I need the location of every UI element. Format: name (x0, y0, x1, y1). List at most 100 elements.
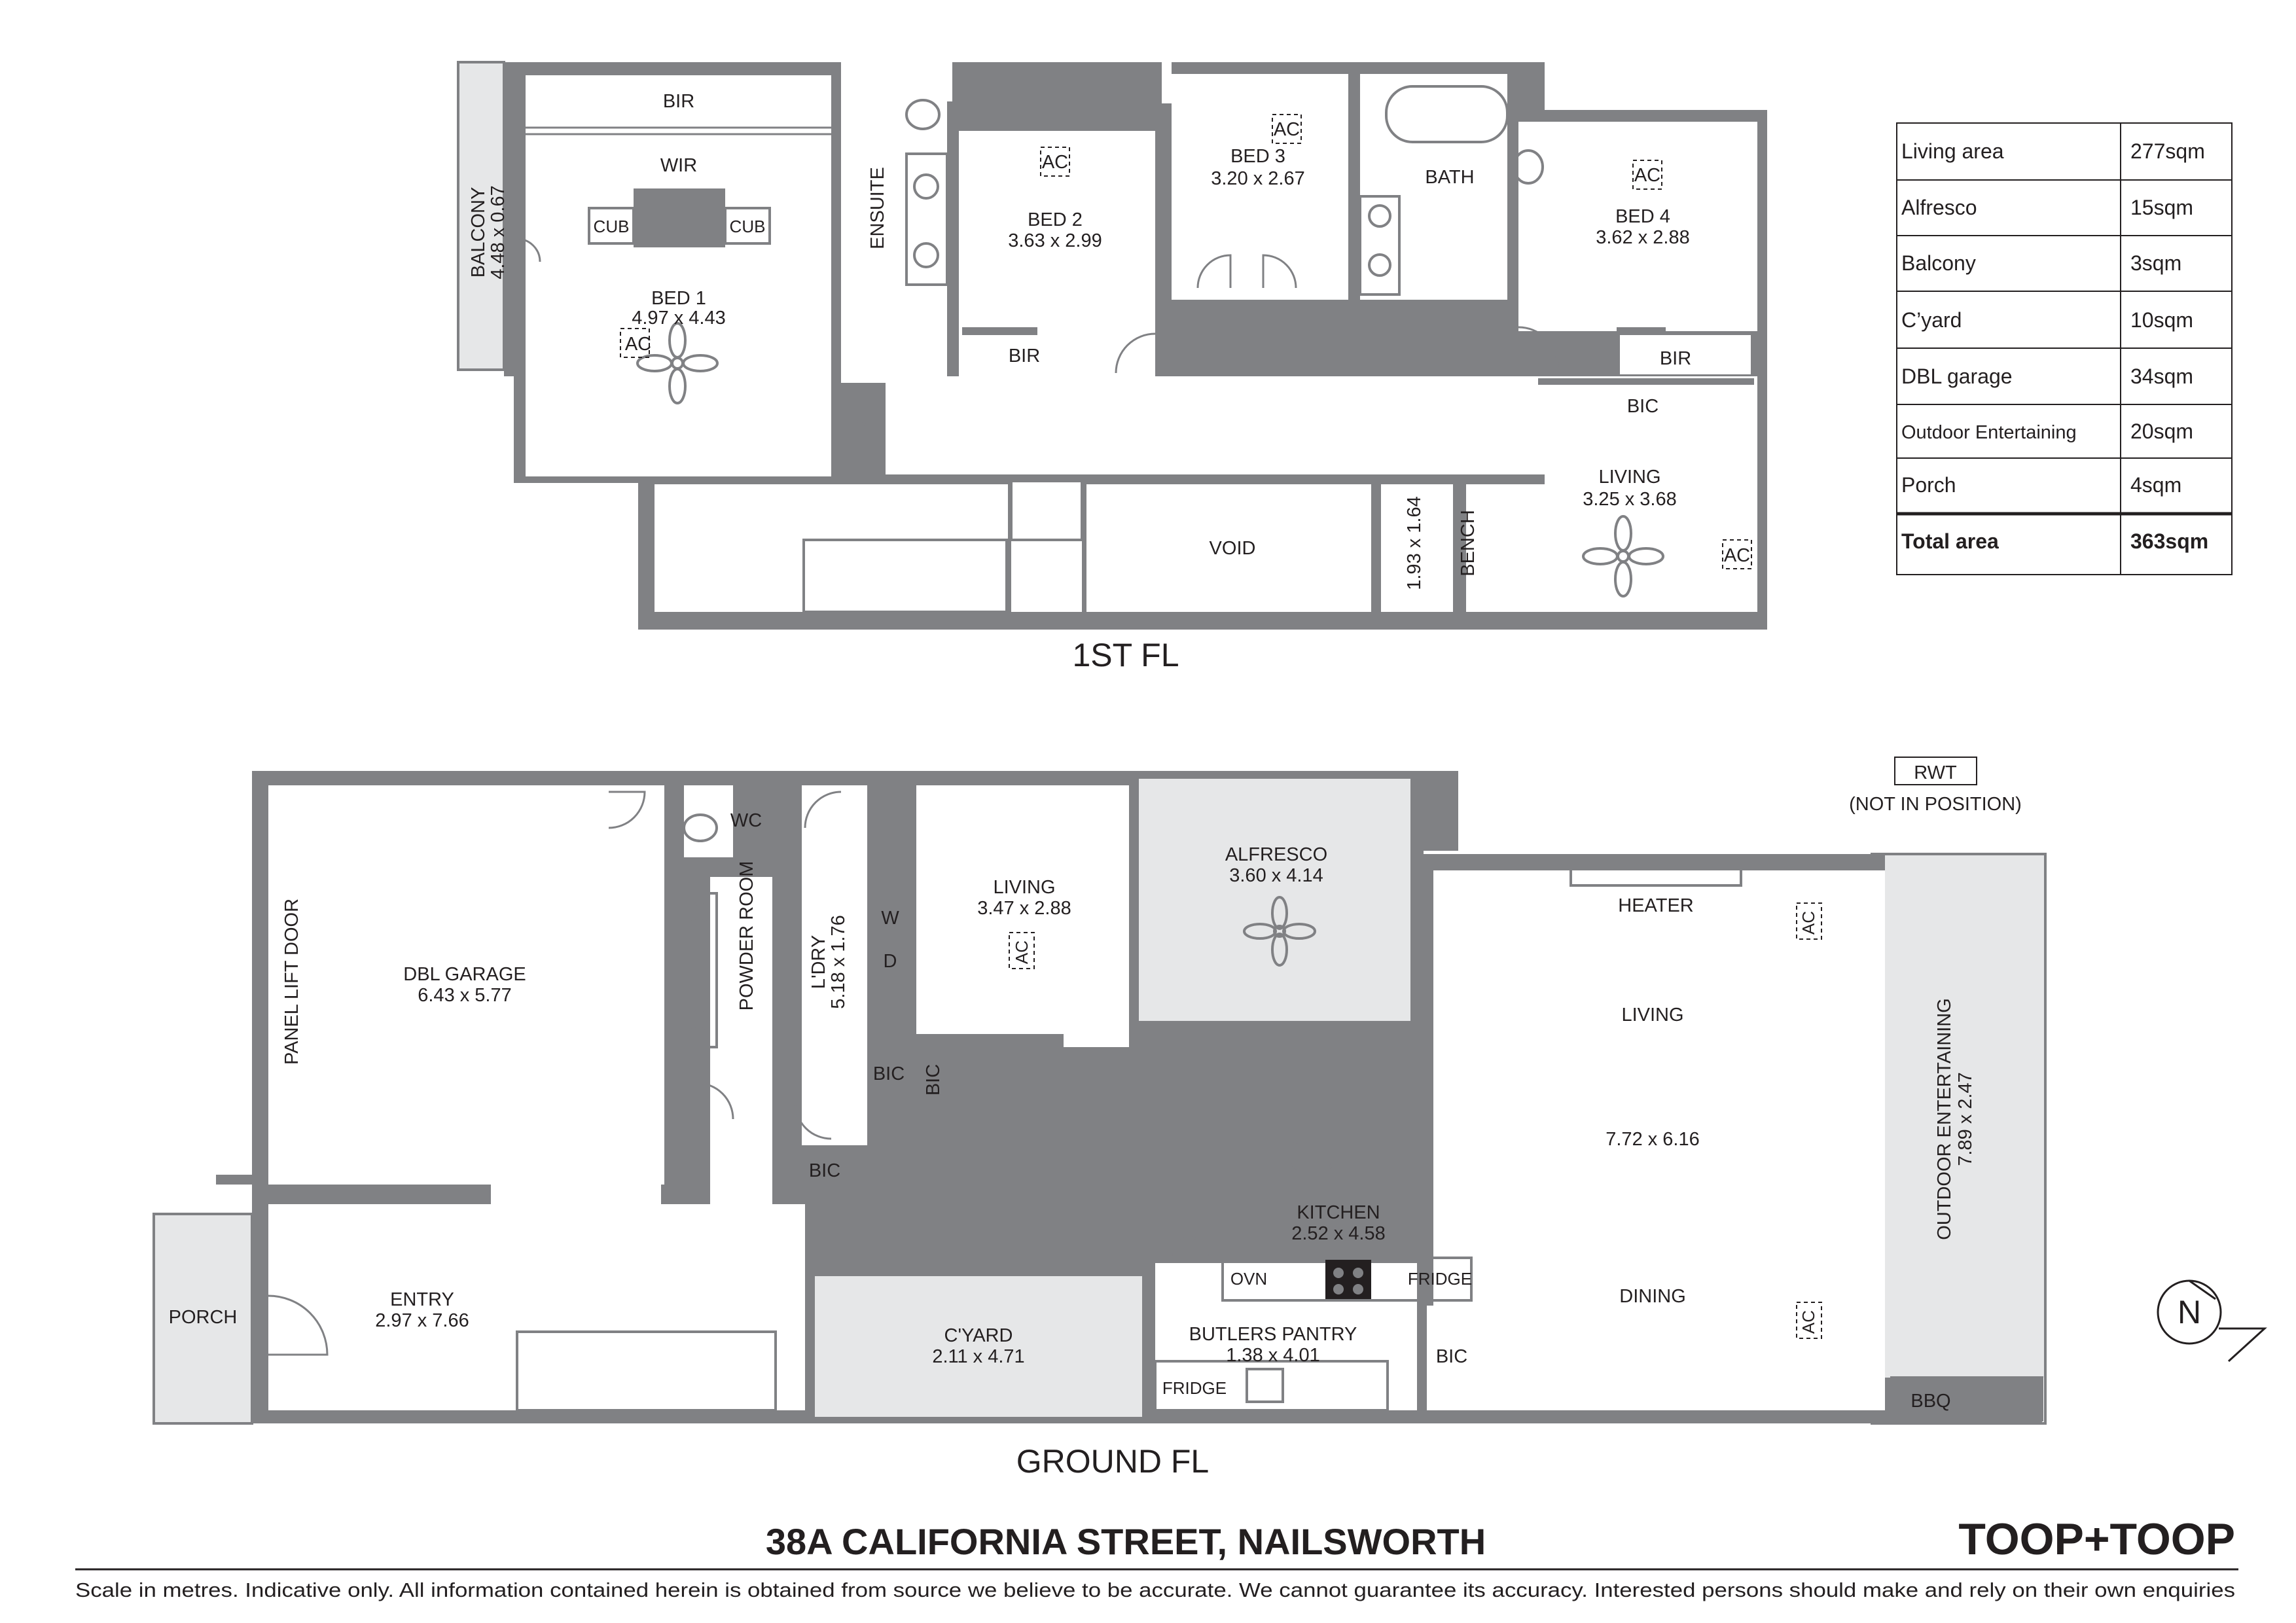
laundry-name: L'DRY (808, 935, 829, 989)
ac-living-main: AC (1799, 911, 1818, 935)
bbq-label: BBQ (1910, 1391, 1950, 1412)
ground-floor-stairs (516, 1330, 777, 1412)
area-row-value: 15sqm (2130, 196, 2193, 219)
bic-hall: BIC (923, 1064, 944, 1096)
cooktop (1325, 1260, 1371, 1299)
outdoor-name: OUTDOOR ENTERTAINING (1934, 998, 1955, 1240)
wir-island (634, 188, 725, 247)
heater (1570, 859, 1742, 887)
area-row-label: C’yard (1901, 308, 1962, 332)
oven-label: OVN (1230, 1269, 1267, 1289)
area-total-label: Total area (1901, 529, 1999, 553)
living-upper-size: 3.25 x 3.68 (1583, 489, 1677, 510)
area-row-value: 10sqm (2130, 308, 2193, 332)
garage-name: DBL GARAGE (403, 964, 526, 985)
porch-area (154, 1214, 252, 1423)
area-row-label: Outdoor Entertaining (1901, 422, 2077, 443)
bed4-name: BED 4 (1615, 206, 1670, 227)
void-label: VOID (1210, 538, 1256, 559)
panel-lift-door-label: PANEL LIFT DOOR (281, 899, 302, 1065)
bed3-name: BED 3 (1230, 146, 1285, 167)
cub-right-label: CUB (730, 217, 766, 236)
bic-kitchen: BIC (1436, 1346, 1467, 1367)
ac-dining: AC (1799, 1310, 1818, 1334)
area-total-value: 363sqm (2130, 529, 2208, 553)
bic-upper: BIC (1627, 396, 1659, 417)
bed1-name: BED 1 (651, 288, 706, 309)
north-compass-icon: N (2157, 1279, 2267, 1363)
bir-top-label: BIR (663, 91, 694, 112)
courtyard-size: 2.11 x 4.71 (932, 1346, 1024, 1367)
kitchen-size: 2.52 x 4.58 (1291, 1223, 1386, 1244)
bed2-name: BED 2 (1028, 209, 1083, 230)
balcony (457, 61, 505, 371)
first-floor-plan: BIR WIR CUB CUB BED 1 4.97 x 4.43 AC BAL… (457, 61, 1767, 673)
ac-living-upper: AC (1724, 545, 1750, 566)
wc-label: WC (730, 810, 762, 831)
cub-left-label: CUB (594, 217, 630, 236)
ground-floor-rooms (268, 785, 1885, 1410)
area-row-label: DBL garage (1901, 365, 2013, 388)
ensuite-label: ENSUITE (867, 167, 888, 249)
living-small-size: 3.47 x 2.88 (977, 898, 1071, 919)
bed1-size: 4.97 x 4.43 (632, 308, 726, 329)
courtyard-area (815, 1276, 1142, 1417)
ac-living-small: AC (1012, 940, 1031, 964)
stair-size: 1.93 x 1.64 (1404, 496, 1425, 590)
washer-label: W (881, 908, 899, 929)
dining-label: DINING (1619, 1286, 1686, 1307)
bed2-size: 3.63 x 2.99 (1008, 230, 1102, 251)
living-main-size: 7.72 x 6.16 (1605, 1129, 1700, 1150)
bench-label: BENCH (1458, 510, 1479, 577)
compass-label: N (2178, 1294, 2201, 1330)
ceiling-fan-living-upper (1582, 515, 1664, 597)
area-row-value: 3sqm (2130, 251, 2181, 275)
ac-bed3: AC (1274, 119, 1300, 140)
area-row-value: 4sqm (2130, 473, 2181, 497)
bed2-bir: BIR (1009, 346, 1040, 366)
courtyard-name: C'YARD (944, 1325, 1013, 1346)
rwt-label: RWT (1914, 762, 1957, 783)
bic-laundry: BIC (873, 1063, 905, 1084)
agency-brand-logo: TOOP+TOOP (1958, 1514, 2235, 1564)
outdoor-entertaining-area (1885, 854, 2045, 1378)
disclaimer-text: Scale in metres. Indicative only. All in… (75, 1578, 2235, 1601)
ceiling-fan-alfresco (1243, 896, 1316, 967)
fridge-pantry-label: FRIDGE (1162, 1378, 1227, 1398)
outdoor-size: 7.89 x 2.47 (1955, 1072, 1976, 1166)
area-row-label: Alfresco (1901, 196, 1977, 219)
area-row-value: 34sqm (2130, 365, 2193, 388)
fridge-kitchen-label: FRIDGE (1408, 1269, 1472, 1289)
bed4-size: 3.62 x 2.88 (1596, 227, 1690, 248)
bath-label: BATH (1425, 167, 1474, 188)
balcony-name: BALCONY (468, 187, 489, 278)
entry-size: 2.97 x 7.66 (375, 1310, 469, 1331)
ground-floor-plan: DBL GARAGE 6.43 x 5.77 PANEL LIFT DOOR W… (152, 757, 2047, 1480)
alfresco-size: 3.60 x 4.14 (1229, 865, 1323, 886)
powder-room-label: POWDER ROOM (736, 861, 757, 1011)
pantry-name: BUTLERS PANTRY (1189, 1324, 1357, 1345)
porch-label: PORCH (169, 1307, 238, 1328)
ac-bed1: AC (625, 334, 651, 355)
kitchen-island (1219, 1124, 1425, 1183)
wir-label: WIR (660, 155, 697, 176)
heater-label: HEATER (1618, 895, 1693, 916)
ac-bed4: AC (1634, 165, 1660, 186)
alfresco-name: ALFRESCO (1225, 844, 1327, 865)
living-small-name: LIVING (993, 877, 1055, 898)
ceiling-fan-bed1 (636, 322, 719, 404)
ac-bed2: AC (1042, 152, 1068, 173)
rwt-note: (NOT IN POSITION) (1849, 794, 2022, 815)
living-upper-name: LIVING (1598, 467, 1660, 488)
first-floor-stairs (802, 480, 1083, 613)
pantry-size: 1.38 x 4.01 (1226, 1345, 1320, 1366)
bed3-size: 3.20 x 2.67 (1211, 168, 1305, 189)
area-row-value: 277sqm (2130, 139, 2205, 163)
ground-floor-title: GROUND FL (1016, 1443, 1209, 1480)
area-table: Living area 277sqm Alfresco 15sqm Balcon… (1896, 122, 2233, 575)
laundry-size: 5.18 x 1.76 (828, 915, 849, 1009)
entry-name: ENTRY (390, 1289, 454, 1310)
bed4-bir: BIR (1660, 348, 1691, 369)
area-row-label: Porch (1901, 473, 1956, 497)
